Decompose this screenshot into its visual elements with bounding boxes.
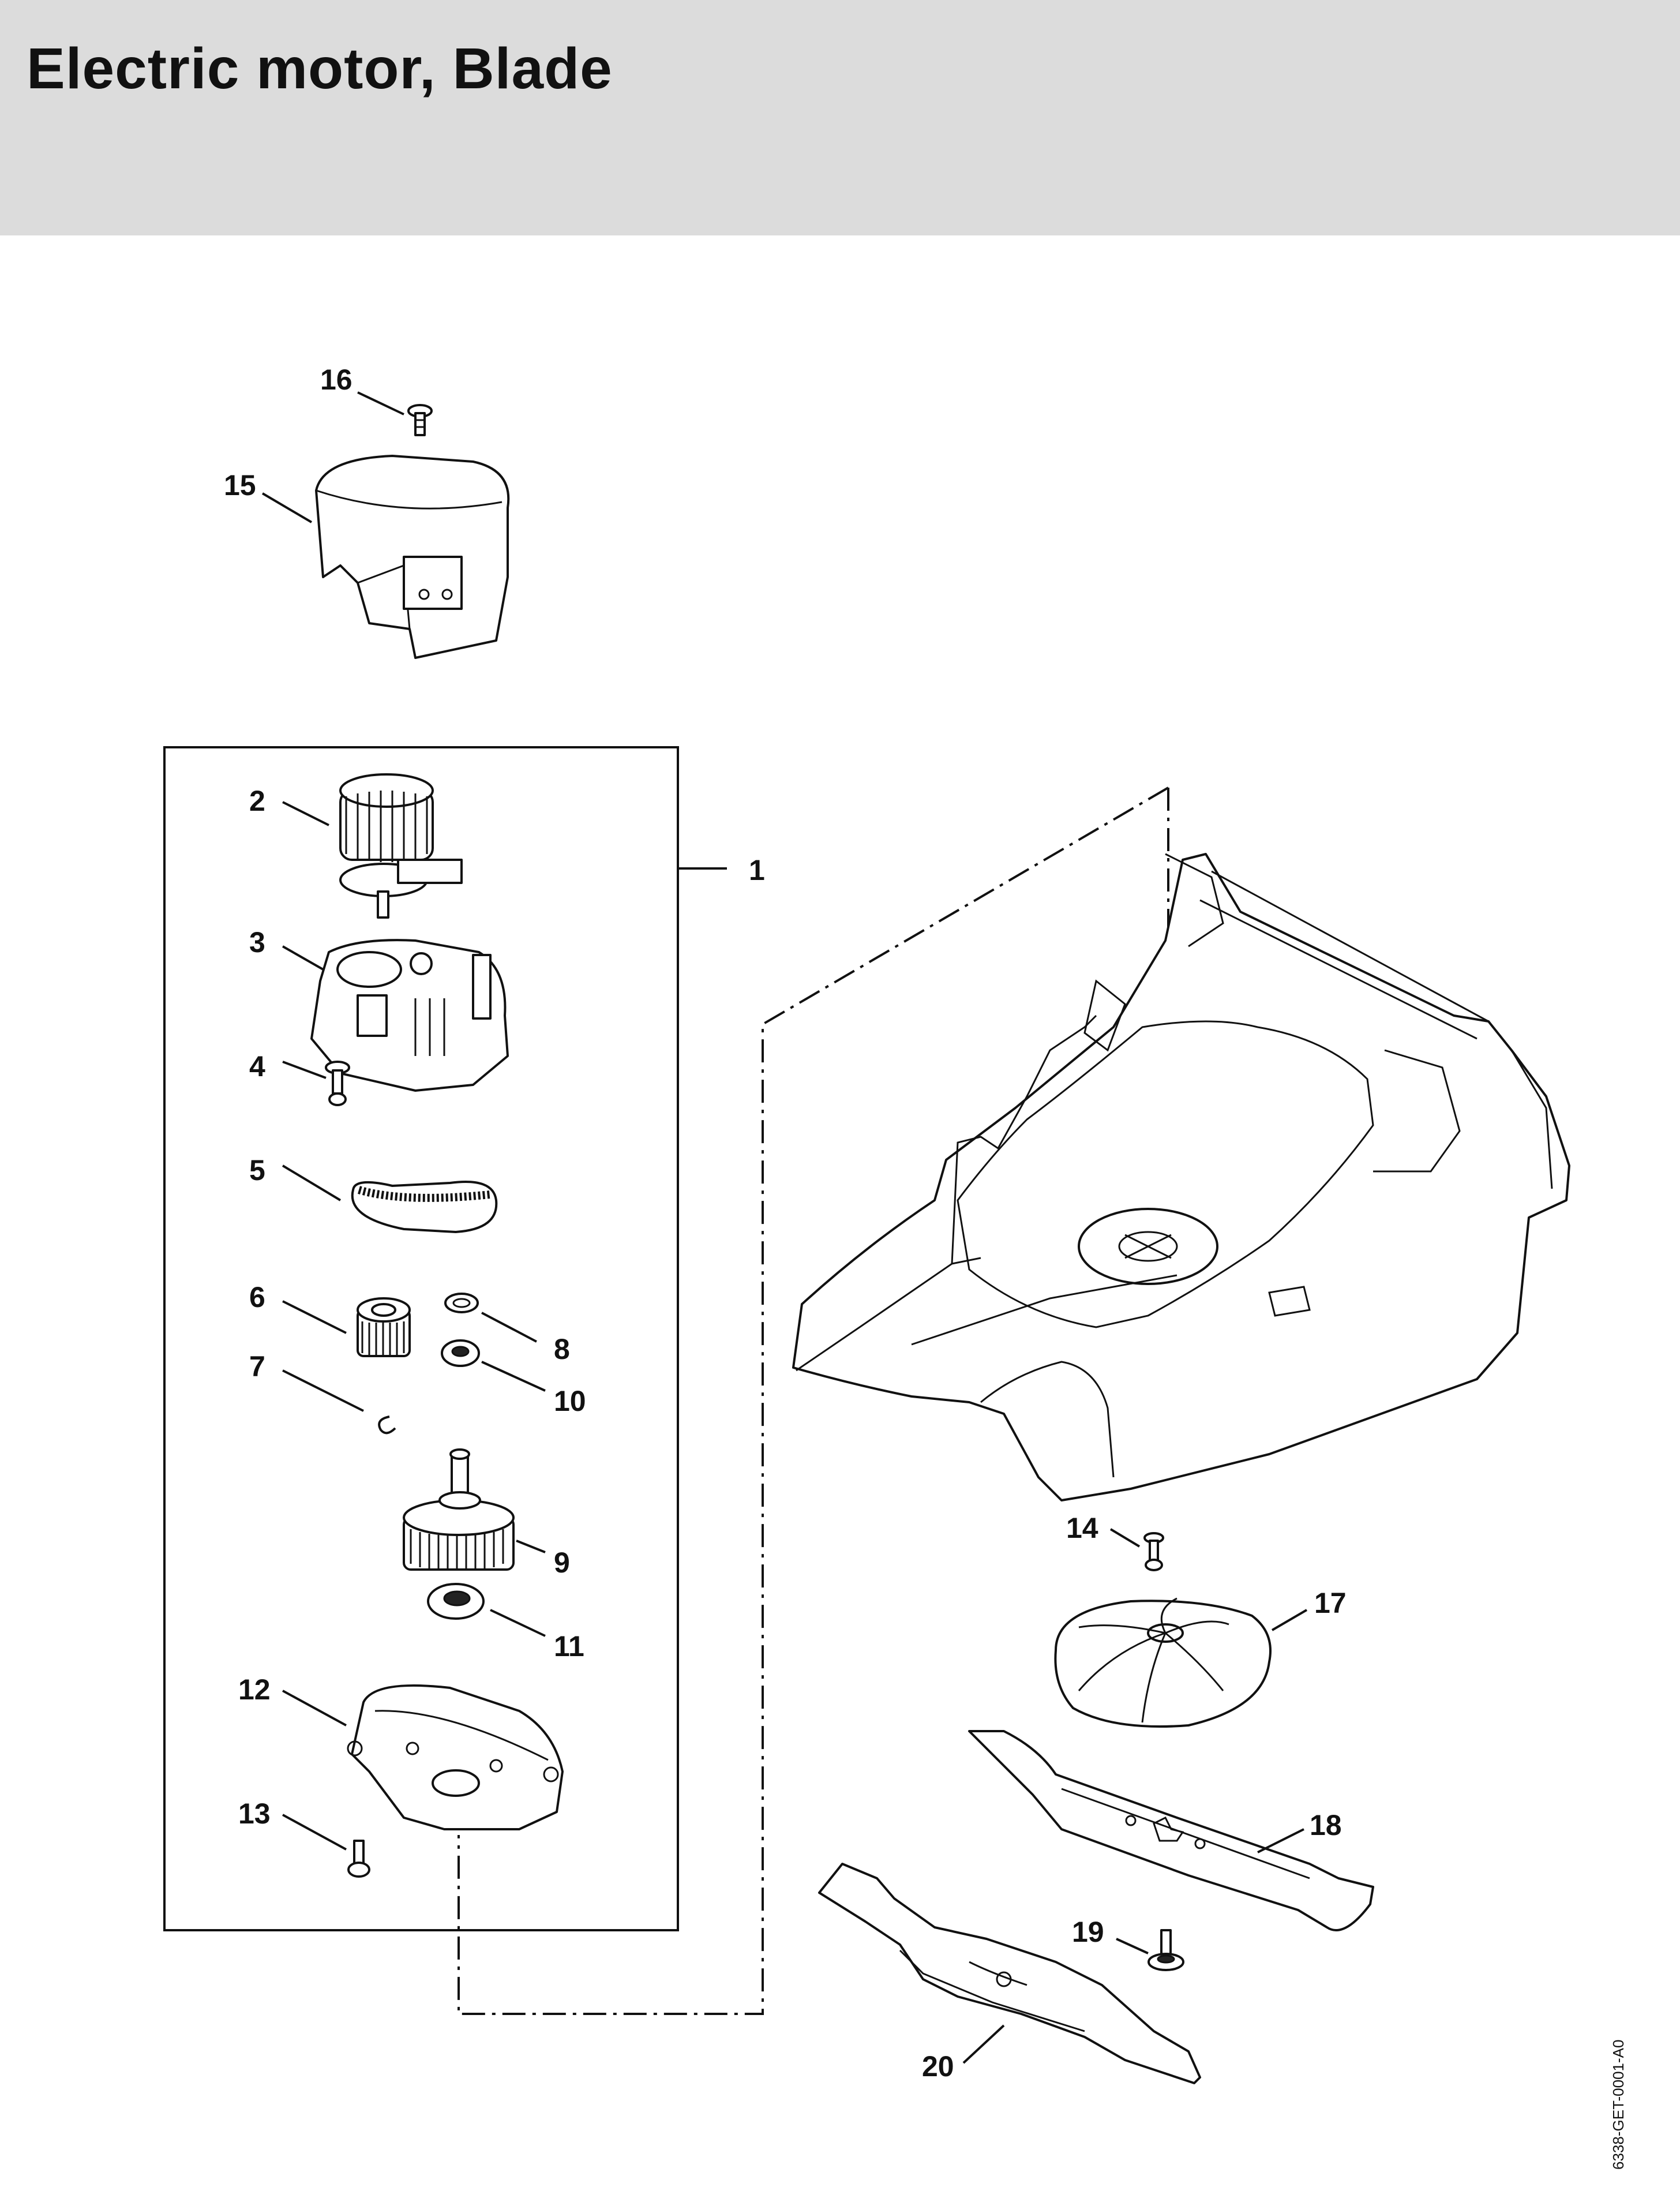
leader-17: [1271, 1609, 1308, 1631]
callout-10: 10: [554, 1385, 586, 1417]
leader-13: [282, 1814, 347, 1851]
part-8-washer: [444, 1293, 479, 1313]
leader-19: [1116, 1938, 1149, 1954]
leader-14: [1109, 1528, 1141, 1548]
assembly-frame: [163, 746, 679, 1931]
callout-5: 5: [249, 1154, 265, 1186]
part-17-fan: [1054, 1597, 1272, 1728]
callout-19: 19: [1072, 1916, 1104, 1948]
part-14-screw: [1143, 1532, 1164, 1571]
leader-3: [282, 945, 324, 971]
callout-16: 16: [320, 364, 352, 396]
callout-13: 13: [238, 1797, 271, 1830]
leader-18: [1257, 1828, 1304, 1853]
callout-20: 20: [922, 2050, 954, 2083]
document-code: 6338-GET-0001-A0: [1610, 2039, 1627, 2170]
leader-10: [481, 1361, 546, 1392]
leader-5: [282, 1164, 342, 1201]
part-9-gear: [403, 1448, 515, 1571]
callout-6: 6: [249, 1281, 265, 1313]
part-7-clip: [378, 1415, 396, 1435]
callout-9: 9: [554, 1546, 570, 1579]
callout-3: 3: [249, 926, 265, 958]
leader-12: [282, 1690, 347, 1727]
callout-14: 14: [1066, 1512, 1098, 1544]
leader-7: [282, 1369, 364, 1412]
assembly-guide-line: [457, 787, 1169, 2015]
callout-2: 2: [249, 785, 265, 817]
callout-8: 8: [554, 1333, 570, 1365]
callout-15: 15: [224, 469, 256, 501]
callout-18: 18: [1310, 1809, 1342, 1841]
callout-11: 11: [554, 1630, 584, 1662]
header-band: Electric motor, Blade: [0, 0, 1680, 235]
part-20-blade: [818, 1863, 1201, 2084]
leader-2: [282, 801, 329, 826]
part-4-screw: [325, 1061, 350, 1106]
callout-4: 4: [249, 1050, 265, 1083]
part-11-bearing: [427, 1583, 485, 1620]
part-12-gearbox-cover: [347, 1684, 564, 1830]
part-10-bearing: [441, 1339, 480, 1367]
part-13-screw: [347, 1840, 370, 1878]
part-5-belt: [351, 1181, 498, 1233]
callout-12: 12: [238, 1673, 271, 1706]
part-19-blade-bolt: [1148, 1929, 1184, 1971]
leader-8: [481, 1312, 537, 1343]
leader-15: [261, 492, 313, 523]
leader-20: [962, 2024, 1005, 2064]
part-3-gearbox-housing: [310, 939, 509, 1092]
callout-1: 1: [749, 854, 765, 886]
page-title: Electric motor, Blade: [27, 36, 613, 101]
leader-6: [282, 1300, 347, 1334]
callout-7: 7: [249, 1350, 265, 1383]
part-2-motor: [339, 773, 463, 919]
mower-deck-housing: [792, 853, 1570, 1501]
callout-17: 17: [1314, 1587, 1347, 1619]
leader-9: [516, 1540, 546, 1553]
part-6-pulley: [357, 1297, 411, 1357]
part-18-blade: [968, 1730, 1374, 1931]
part-16-screw: [407, 404, 433, 436]
leader-11: [490, 1609, 546, 1637]
leader-4: [282, 1061, 327, 1079]
leader-16: [357, 391, 404, 415]
part-15-motor-cover: [315, 455, 510, 659]
